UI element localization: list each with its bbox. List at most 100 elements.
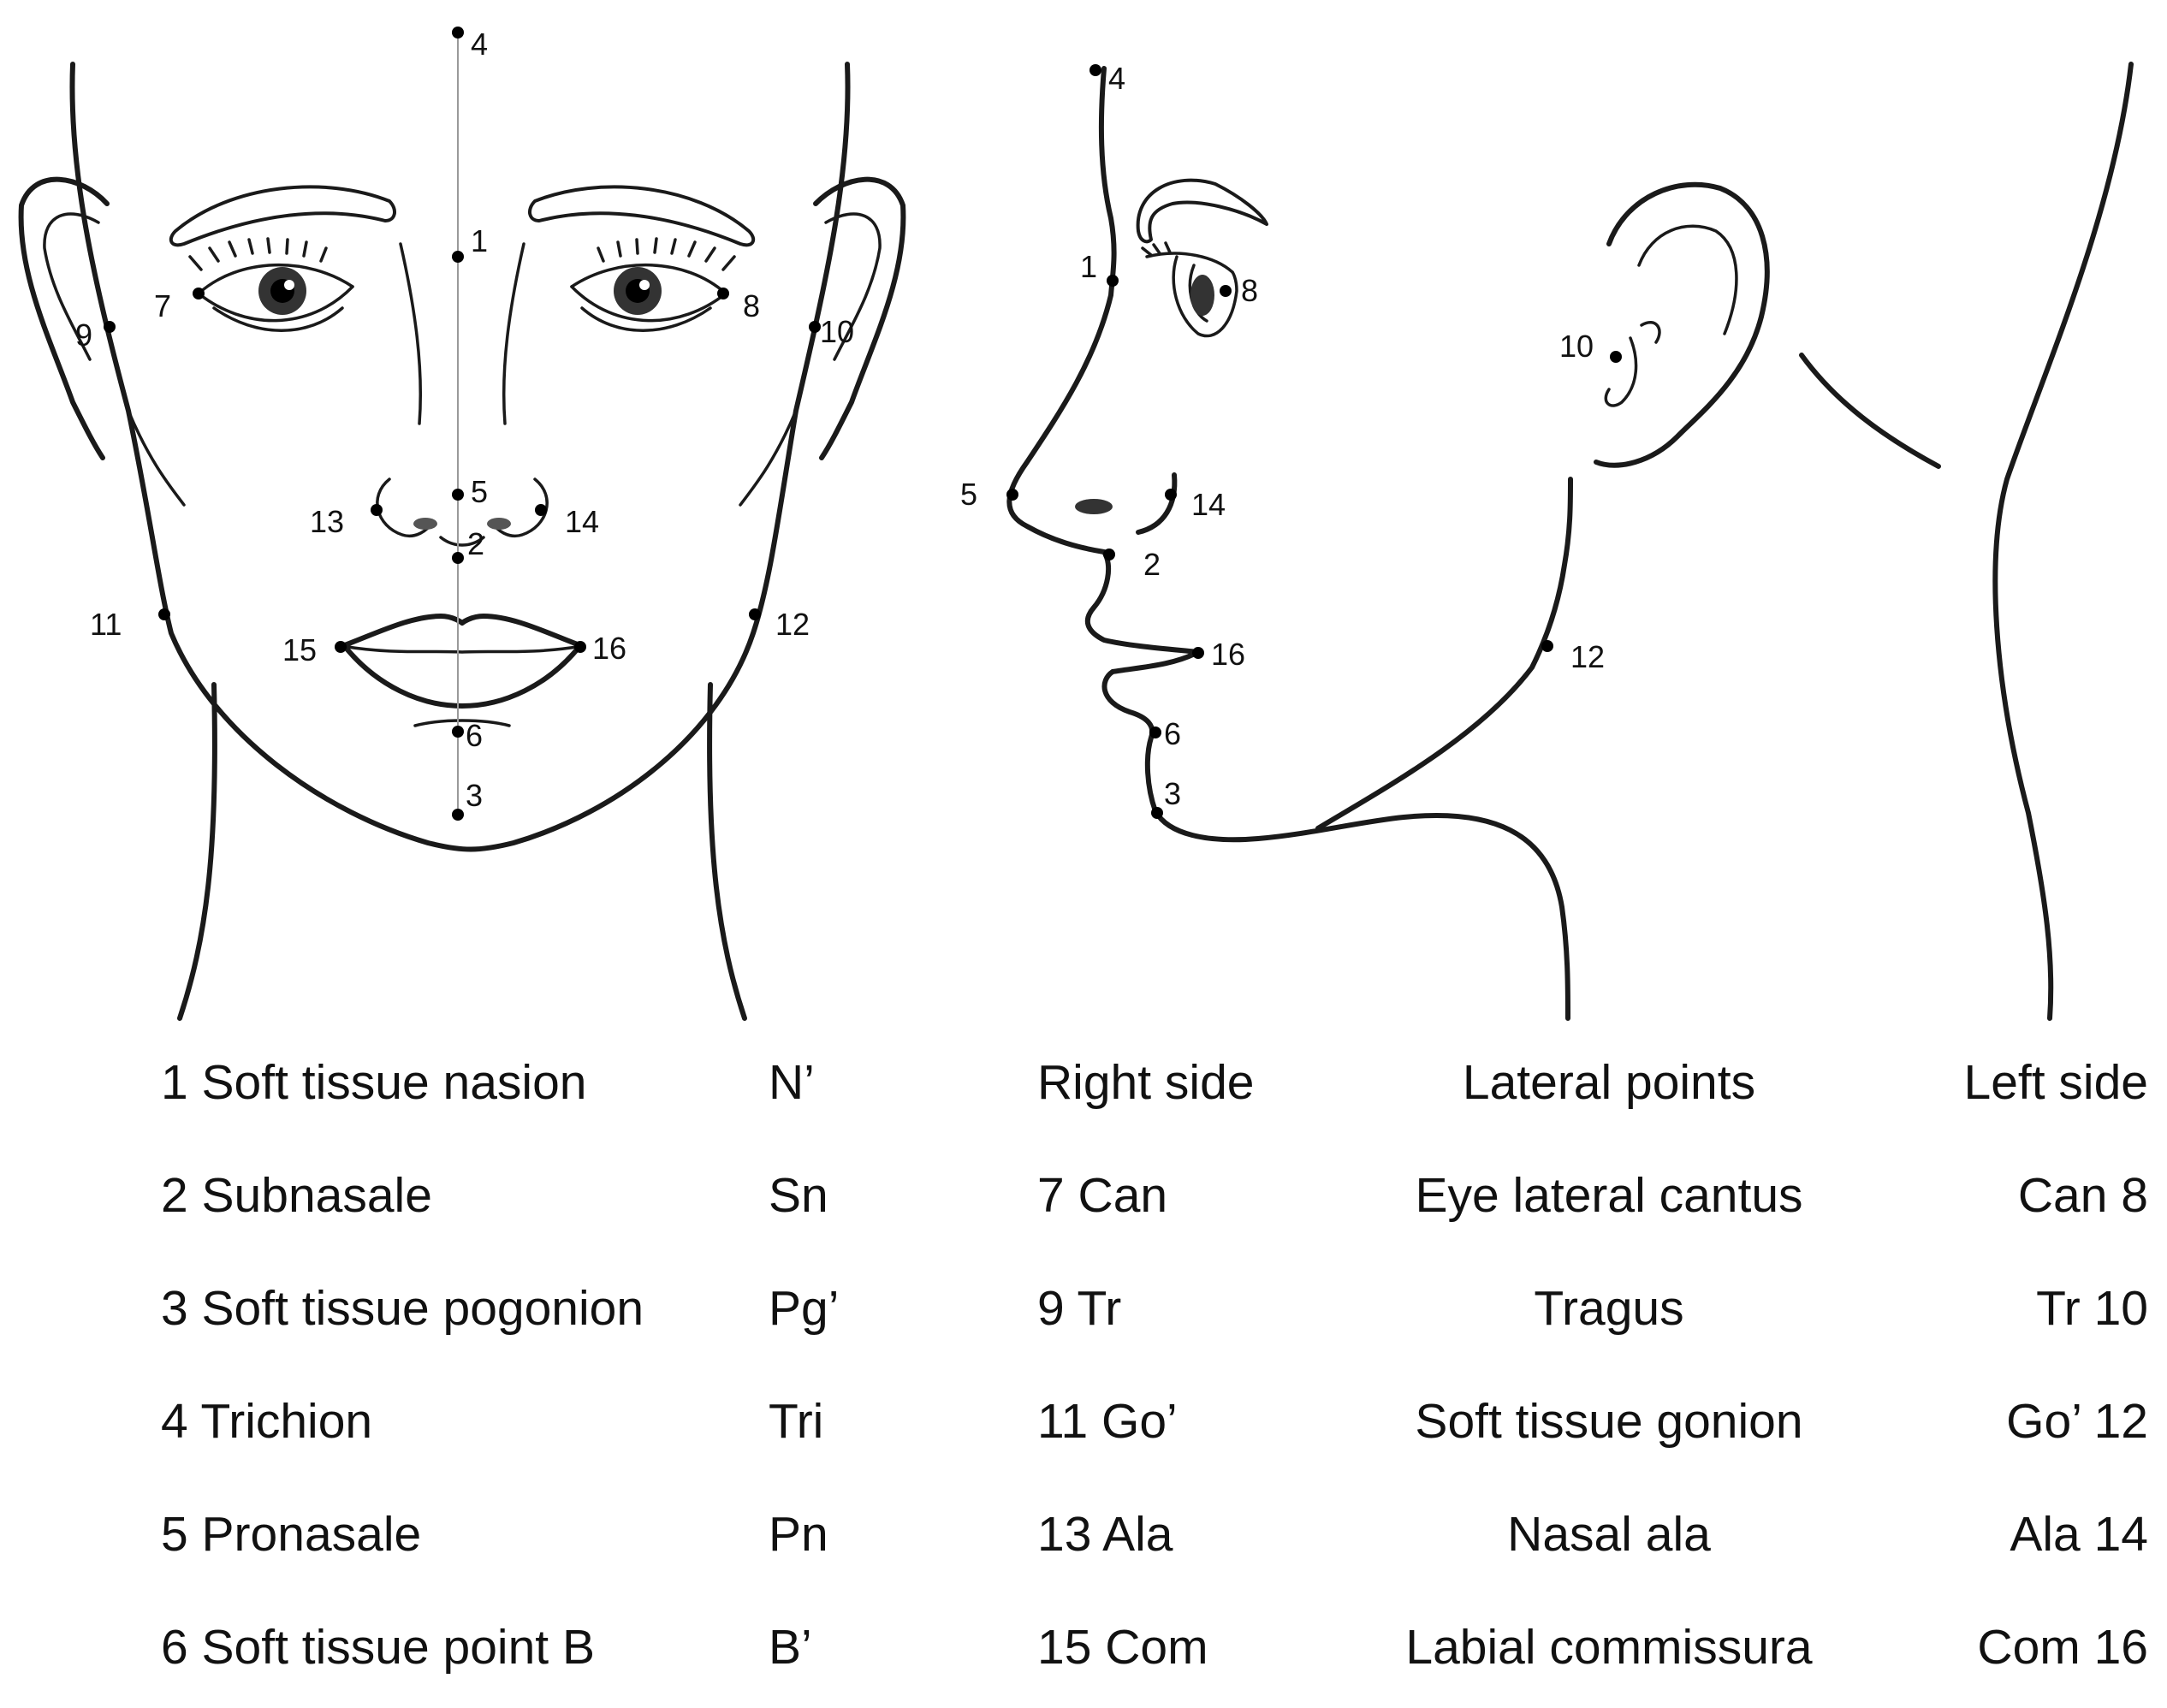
- profile-nape: [1799, 353, 1941, 469]
- profile-landmark-label-2: 2: [1143, 547, 1161, 582]
- profile-landmark-label-3: 3: [1164, 776, 1181, 811]
- profile-landmark-dot-4: [1089, 64, 1101, 76]
- profile-landmark-dot-3: [1151, 807, 1163, 819]
- legend-abbreviation: Tri: [769, 1394, 824, 1449]
- legend-lateral-point-name: Eye lateral cantus: [1415, 1168, 1803, 1223]
- profile-back-neck: [1992, 62, 2134, 1021]
- legend-abbreviation: Sn: [769, 1168, 828, 1223]
- legend-left-side-point: Com 16: [1977, 1620, 2148, 1675]
- profile-landmark-label-14: 14: [1191, 487, 1226, 522]
- frontal-lower-lip: [344, 646, 580, 709]
- profile-landmark-label-4: 4: [1108, 61, 1125, 96]
- frontal-face: [18, 33, 906, 1021]
- legend-name: 6 Soft tissue point B: [161, 1620, 595, 1675]
- frontal-landmark-label-5: 5: [471, 474, 488, 509]
- frontal-nose-bridge-right: [502, 242, 525, 425]
- legend-left-side-point: Can 8: [2017, 1168, 2148, 1223]
- frontal-landmark-label-12: 12: [775, 607, 810, 642]
- legend-row: 4 Trichion Tri 11 Go’ Soft tissue gonion…: [0, 1387, 2167, 1456]
- frontal-landmark-label-9: 9: [75, 317, 92, 353]
- legend-abbreviation: N’: [769, 1055, 815, 1110]
- profile-landmark-label-10: 10: [1559, 329, 1594, 364]
- frontal-landmark-dot-9: [104, 321, 116, 333]
- frontal-landmark-label-13: 13: [310, 504, 344, 539]
- profile-face: [1006, 62, 2134, 1021]
- profile-landmark-dot-8: [1220, 285, 1232, 297]
- frontal-landmark-label-14: 14: [565, 504, 599, 539]
- legend-name: 1 Soft tissue nasion: [161, 1055, 587, 1110]
- frontal-left-eyebrow: [169, 185, 396, 247]
- legend-lateral-point-name: Tragus: [1534, 1281, 1684, 1336]
- landmark-legend-table: 1 Soft tissue nasion N’ Right side Later…: [0, 1048, 2167, 1699]
- legend-right-side-point: 9 Tr: [1037, 1281, 1122, 1336]
- frontal-landmark-label-11: 11: [90, 607, 122, 642]
- profile-jaw-line: [1315, 477, 1573, 831]
- legend-name: 2 Subnasale: [161, 1168, 432, 1223]
- frontal-landmark-dot-4: [452, 27, 464, 39]
- frontal-neck-right: [707, 682, 747, 1021]
- frontal-landmark-dot-3: [452, 809, 464, 821]
- frontal-lip-line: [341, 644, 584, 654]
- profile-landmark-dot-5: [1006, 489, 1018, 501]
- legend-row: 6 Soft tissue point B B’ 15 Com Labial c…: [0, 1613, 2167, 1681]
- legend-lateral-point-name: Soft tissue gonion: [1415, 1394, 1803, 1449]
- frontal-right-nostril: [487, 518, 511, 530]
- frontal-right-cheek-line: [739, 409, 798, 507]
- legend-header-row: 1 Soft tissue nasion N’ Right side Later…: [0, 1048, 2167, 1117]
- frontal-right-ear-inner: [824, 212, 882, 361]
- frontal-left-eye: [188, 237, 354, 332]
- legend-lateral-point-name: Nasal ala: [1507, 1507, 1711, 1562]
- frontal-landmark-label-3: 3: [466, 778, 483, 813]
- frontal-right-ala: [490, 477, 549, 537]
- frontal-landmark-dot-11: [158, 608, 170, 620]
- frontal-columella: [439, 536, 485, 547]
- frontal-landmark-label-2: 2: [467, 526, 484, 561]
- legend-row: 2 Subnasale Sn 7 Can Eye lateral cantus …: [0, 1161, 2167, 1230]
- frontal-landmark-label-1: 1: [471, 223, 488, 258]
- frontal-landmark-dot-7: [193, 288, 205, 299]
- frontal-left-ear: [18, 176, 110, 460]
- frontal-landmark-label-4: 4: [471, 27, 488, 62]
- frontal-left-ala: [376, 477, 434, 537]
- frontal-landmark-label-15: 15: [282, 632, 317, 667]
- frontal-landmark-dot-13: [371, 504, 383, 516]
- frontal-upper-lip: [340, 614, 585, 649]
- frontal-neck-left: [177, 682, 217, 1021]
- frontal-left-cheek-line: [127, 409, 186, 507]
- profile-landmark-label-1: 1: [1080, 249, 1097, 284]
- profile-eye: [1141, 241, 1238, 338]
- profile-landmark-label-12: 12: [1570, 639, 1605, 674]
- profile-ear: [1594, 181, 1770, 468]
- legend-abbreviation: Pn: [769, 1507, 828, 1562]
- legend-row: 5 Pronasale Pn 13 Ala Nasal ala Ala 14: [0, 1500, 2167, 1569]
- profile-eyebrow: [1136, 178, 1268, 244]
- legend-right-side-point: 13 Ala: [1037, 1507, 1173, 1562]
- legend-row: 3 Soft tissue pogonion Pg’ 9 Tr Tragus T…: [0, 1274, 2167, 1343]
- legend-lateral-point-name: Labial commissura: [1405, 1620, 1813, 1675]
- profile-landmark-label-5: 5: [960, 477, 977, 512]
- frontal-landmark-dot-14: [535, 504, 547, 516]
- profile-landmark-dot-12: [1541, 640, 1553, 652]
- frontal-left-ear-inner: [43, 212, 100, 361]
- frontal-landmark-dot-12: [749, 608, 761, 620]
- profile-ala: [1136, 472, 1178, 535]
- frontal-landmark-dot-6: [452, 726, 464, 738]
- frontal-landmark-dot-2: [452, 552, 464, 564]
- frontal-nose-bridge-left: [399, 242, 423, 425]
- frontal-landmark-dot-16: [574, 641, 586, 653]
- legend-left-side-point: Go’ 12: [2006, 1394, 2148, 1449]
- frontal-landmark-dot-8: [717, 288, 729, 299]
- frontal-landmark-label-8: 8: [743, 288, 760, 323]
- legend-lateral-points-header: Lateral points: [1462, 1055, 1756, 1110]
- profile-landmark-dot-10: [1610, 351, 1622, 363]
- legend-right-side-point: 11 Go’: [1037, 1394, 1178, 1449]
- frontal-landmark-label-7: 7: [154, 288, 171, 323]
- frontal-landmark-dot-15: [335, 641, 347, 653]
- legend-right-side-header: Right side: [1037, 1055, 1255, 1110]
- legend-name: 4 Trichion: [161, 1394, 373, 1449]
- legend-left-side-point: Ala 14: [2010, 1507, 2148, 1562]
- legend-right-side-point: 7 Can: [1037, 1168, 1168, 1223]
- legend-left-side-point: Tr 10: [2036, 1281, 2148, 1336]
